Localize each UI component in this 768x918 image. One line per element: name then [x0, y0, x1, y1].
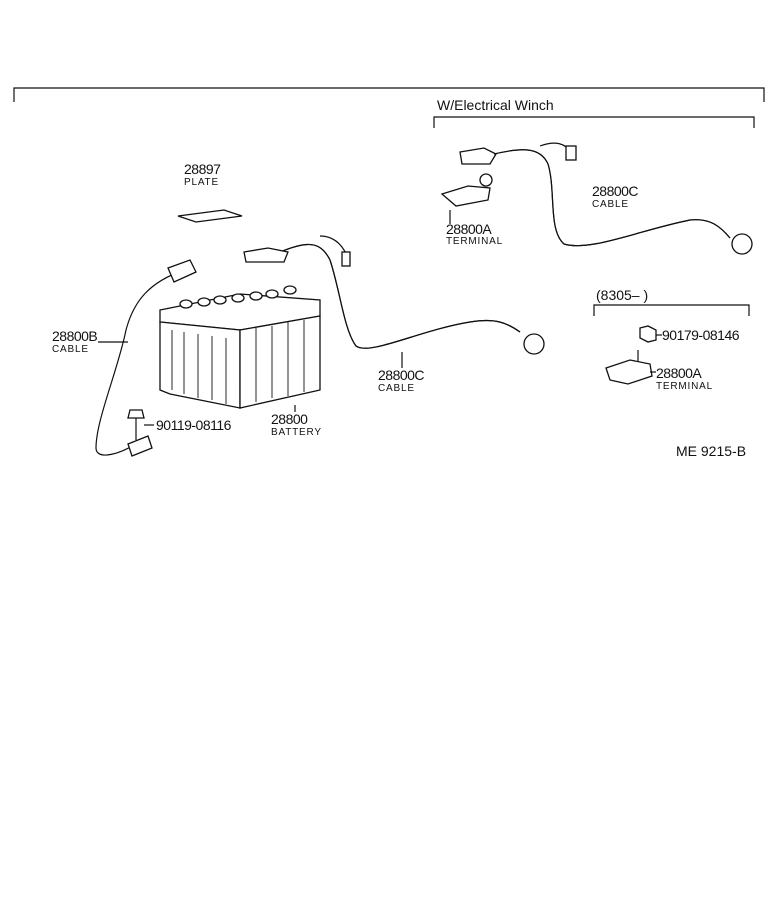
cable-c-winch-name: CABLE [592, 199, 629, 210]
nut-number: 90179-08146 [662, 327, 740, 343]
cable-b-name: CABLE [52, 344, 89, 355]
frame-bracket [13, 87, 765, 102]
plate-number: 28897 [184, 161, 221, 177]
bolt-part[interactable] [127, 409, 145, 440]
date-range-bracket: (8305– ) [593, 287, 750, 316]
battery-number: 28800 [271, 411, 308, 427]
terminal-8305-number: 28800A [656, 365, 702, 381]
terminal-winch-name: TERMINAL [446, 236, 503, 247]
cable-c-main-number: 28800C [378, 367, 424, 383]
plate-name: PLATE [184, 177, 219, 188]
battery-name: BATTERY [271, 427, 322, 438]
figure-code: ME 9215-B [676, 443, 746, 459]
cable-c-winch-part[interactable] [459, 142, 753, 255]
winch-section-bracket: W/Electrical Winch [433, 97, 755, 128]
cable-c-winch-number: 28800C [592, 183, 638, 199]
cable-b-part[interactable] [95, 259, 197, 457]
cable-b-number: 28800B [52, 328, 97, 344]
bolt-number: 90119-08116 [156, 417, 232, 433]
winch-section-title: W/Electrical Winch [437, 97, 554, 113]
battery-part[interactable] [159, 285, 321, 409]
nut-part[interactable] [639, 325, 657, 343]
terminal-8305-part[interactable] [605, 350, 653, 385]
terminal-winch-number: 28800A [446, 221, 492, 237]
terminal-winch-part[interactable] [440, 173, 493, 207]
date-range-label: (8305– ) [596, 287, 648, 303]
cable-c-main-name: CABLE [378, 383, 415, 394]
plate-part[interactable] [177, 209, 243, 223]
cable-c-main-part[interactable] [243, 235, 545, 355]
terminal-8305-name: TERMINAL [656, 381, 713, 392]
